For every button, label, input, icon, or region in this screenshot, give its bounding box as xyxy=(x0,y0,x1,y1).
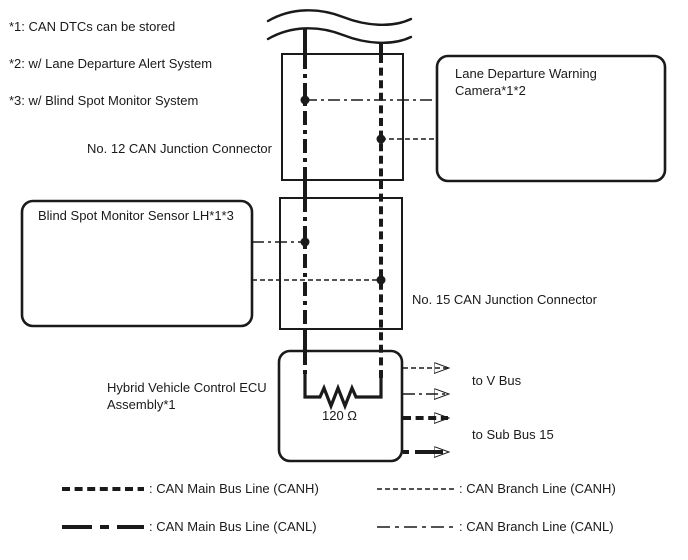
junction-15-label: No. 15 CAN Junction Connector xyxy=(412,292,597,307)
blind-spot-box xyxy=(20,199,254,328)
break-wave-top-icon xyxy=(266,9,413,27)
camera-label: Lane Departure Warning Camera*1*2 xyxy=(455,66,601,98)
legend-branch-canl-label: : CAN Branch Line (CANL) xyxy=(459,519,614,534)
junction-dot xyxy=(300,95,310,105)
break-wave-bottom-icon xyxy=(266,27,413,45)
blind-spot-label: Blind Spot Monitor Sensor LH*1*3 xyxy=(38,208,234,223)
legend-main-canh-label: : CAN Main Bus Line (CANH) xyxy=(149,481,319,496)
to-v-bus-label: to V Bus xyxy=(472,373,522,388)
to-sub-bus-label: to Sub Bus 15 xyxy=(472,427,554,442)
junction-dot xyxy=(300,237,310,247)
footnote-3: *3: w/ Blind Spot Monitor System xyxy=(9,93,199,108)
junction-12-label: No. 12 CAN Junction Connector xyxy=(87,141,272,156)
junction-15-box xyxy=(279,197,403,330)
junction-12-box xyxy=(281,53,404,181)
junction-dot xyxy=(376,275,386,285)
ecu-box xyxy=(277,349,404,463)
junction-dot xyxy=(376,134,386,144)
ecu-label: Hybrid Vehicle Control ECU Assembly*1 xyxy=(107,380,270,412)
legend-branch-canh-label: : CAN Branch Line (CANH) xyxy=(459,481,616,496)
footnote-1: *1: CAN DTCs can be stored xyxy=(9,19,176,34)
camera-box xyxy=(435,54,667,183)
resistor-value-label: 120 Ω xyxy=(322,408,358,423)
footnote-2: *2: w/ Lane Departure Alert System xyxy=(9,56,213,71)
terminating-resistor-icon xyxy=(303,372,383,411)
legend-main-canl-label: : CAN Main Bus Line (CANL) xyxy=(149,519,317,534)
